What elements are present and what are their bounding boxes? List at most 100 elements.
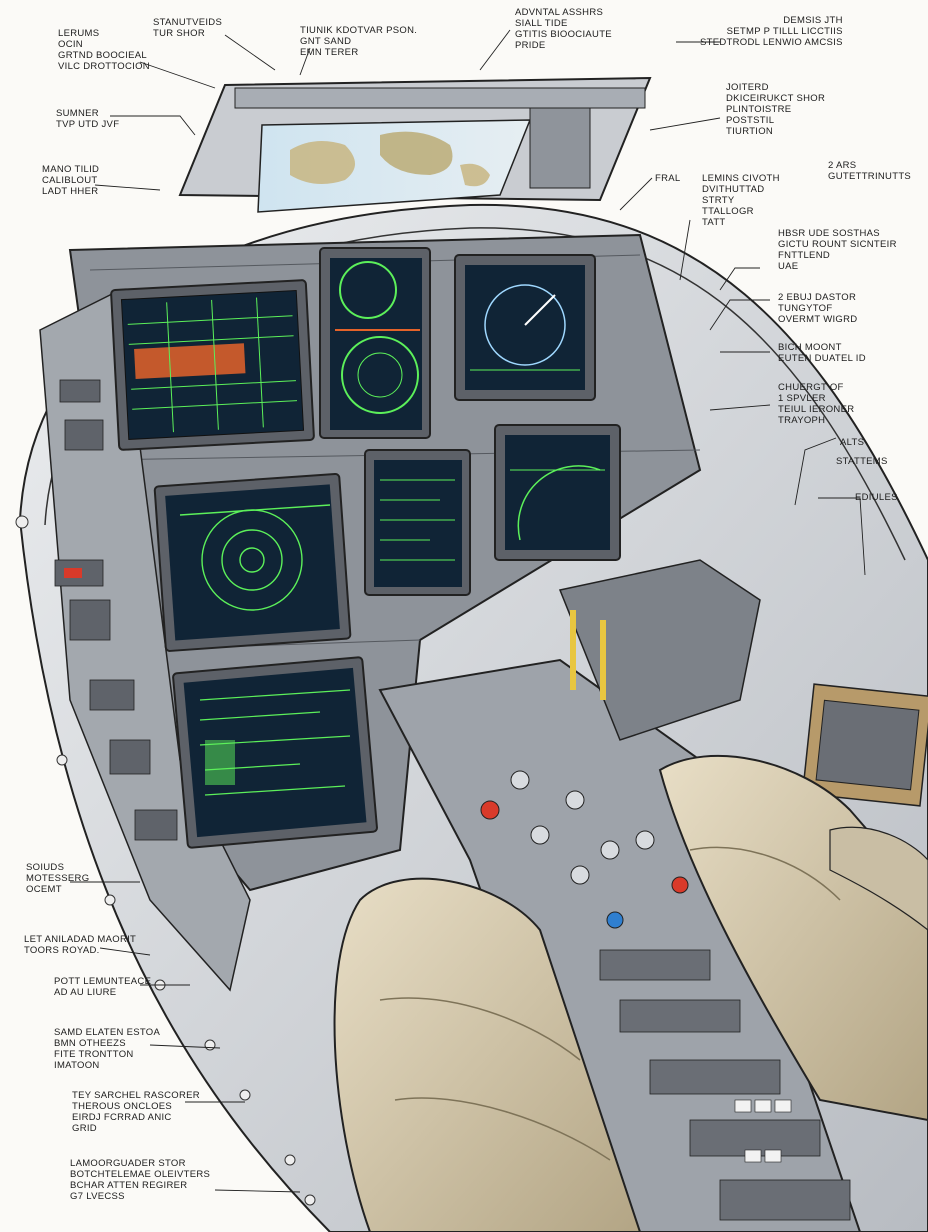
callout-line: OVERMT WIGRD: [778, 314, 858, 325]
callout-line: BCHAR ATTEN REGIRER: [70, 1180, 188, 1191]
left-console-switches: [54, 379, 178, 841]
callout-line: TVP UTD JVF: [56, 119, 120, 130]
callout-line: BOTCHTELEMAE OLEIVTERS: [70, 1169, 211, 1180]
callout-line: SOIUDS: [26, 862, 65, 873]
callout-advntal: ADVNTAL ASSHRS SIALL TIDE GTITIS BIOOCIA…: [515, 7, 612, 51]
callout-line: TRAYOPH: [778, 415, 826, 426]
mfd-middle-left: [153, 472, 352, 652]
callout-line: LADT HHER: [42, 186, 99, 197]
callout-line: DEMSIS JTH: [783, 15, 843, 26]
callout-bich-moont: BICH MOONT EUTEN DUATEL ID: [778, 342, 866, 364]
callout-line: SIALL TIDE: [515, 18, 568, 29]
callout-2-ars: 2 ARS GUTETTRINUTTS: [828, 160, 911, 182]
bulkhead-yellow-stripe-2: [600, 620, 606, 700]
pedestal-white-buttons: [734, 1099, 792, 1163]
callout-line: VILC DROTTOCION: [58, 61, 150, 72]
callout-line: LET ANILADAD MAORIT: [24, 934, 137, 945]
callout-line: GUTETTRINUTTS: [828, 171, 912, 182]
callout-line: EUTEN DUATEL ID: [778, 353, 866, 364]
callout-line: OCIN: [58, 39, 83, 50]
left-warning-light: [64, 568, 82, 578]
callout-line: PRIDE: [515, 40, 546, 51]
callout-line: THEROUS ONCLOES: [72, 1101, 173, 1112]
callout-line: TEIUL IERONER: [778, 404, 855, 415]
mfd-lower-left: [172, 656, 378, 849]
callout-soiuds: SOIUDS MOTESSERG OCEMT: [26, 862, 89, 895]
callout-line: CALIBLOUT: [42, 175, 98, 186]
callout-line: MOTESSERG: [26, 873, 90, 884]
callout-line: SUMNER: [56, 108, 99, 119]
callout-line: DVITHUTTAD: [702, 184, 765, 195]
callout-line: FNTTLEND: [778, 250, 831, 261]
callout-tey-sarchel: TEY SARCHEL RASCORER THEROUS ONCLOES EIR…: [72, 1090, 200, 1134]
callout-line: STANUTVEIDS: [153, 17, 223, 28]
callout-line: 2 ARS: [828, 160, 857, 171]
callout-line: HBSR UDE SOSTHAS: [778, 228, 880, 239]
callout-line: EIRDJ FCRRAD ANIC: [72, 1112, 172, 1123]
callout-line: BICH MOONT: [778, 342, 842, 353]
callout-line: TATT: [702, 217, 726, 228]
callout-line: 1 SPVLER: [778, 393, 826, 404]
callout-line: EMN TERER: [300, 47, 359, 58]
callout-alts: ALTS: [840, 437, 864, 448]
callout-lerums: LERUMS OCIN GRTND BOOCIEAL VILC DROTTOCI…: [58, 28, 150, 72]
callout-lemins: LEMINS CIVOTH DVITHUTTAD STRTY TTALLOGR …: [702, 173, 780, 228]
callout-joiterd: JOITERD DKICEIRUKCT SHOR PLINTOISTRE POS…: [726, 82, 825, 137]
mfd-top-left: [110, 279, 315, 451]
mfd-middle-right: [494, 424, 621, 561]
callout-line: TUR SHOR: [153, 28, 206, 39]
callout-line: STEDTRODL LENWIO AMCSIS: [700, 37, 843, 48]
copilot-seat-right: [658, 754, 928, 1122]
callout-line: BMN OTHEEZS: [54, 1038, 126, 1049]
callout-hbsr: HBSR UDE SOSTHAS GICTU ROUNT SICNTEIR FN…: [778, 228, 897, 272]
bulkhead-yellow-stripe: [570, 610, 576, 690]
hull-rivets: [15, 515, 316, 1206]
callout-sumner: SUMNER TVP UTD JVF: [56, 108, 119, 130]
callout-line: GRTND BOOCIEAL: [58, 50, 148, 61]
callout-fral: FRAL: [655, 173, 680, 184]
callout-line: TTALLOGR: [702, 206, 754, 217]
callout-line: LERUMS: [58, 28, 100, 39]
callout-line: JOITERD: [726, 82, 769, 93]
callout-line: STATTEMS: [836, 456, 888, 467]
callout-line: OCEMT: [26, 884, 62, 895]
pedestal-knobs: [480, 770, 689, 929]
callout-line: LAMOORGUADER STOR: [70, 1158, 186, 1169]
callout-line: ALTS: [840, 437, 865, 448]
callout-line: TOORS ROYAD.: [24, 945, 100, 956]
callout-lamoorguader: LAMOORGUADER STOR BOTCHTELEMAE OLEIVTERS…: [70, 1158, 210, 1202]
callout-line: ADVNTAL ASSHRS: [515, 7, 604, 18]
callout-line: POTT LEMUNTEACE: [54, 976, 152, 987]
callout-samd-elaten: SAMD ELATEN ESTOA BMN OTHEEZS FITE TRONT…: [54, 1027, 160, 1071]
callout-line: AD AU LIURE: [54, 987, 117, 998]
callout-line: EDIULES: [855, 492, 898, 503]
mfd-top-center: [319, 247, 431, 439]
callout-line: FITE TRONTTON: [54, 1049, 134, 1060]
callout-mano-tilid: MANO TILID CALIBLOUT LADT HHER: [42, 164, 99, 197]
callout-line: GTITIS BIOOCIAUTE: [515, 29, 612, 40]
callout-line: PLINTOISTRE: [726, 104, 792, 115]
callout-line: CHUERGT OF: [778, 382, 844, 393]
callout-line: IMATOON: [54, 1060, 100, 1071]
callout-line: MANO TILID: [42, 164, 100, 175]
callout-line: GICTU ROUNT SICNTEIR: [778, 239, 897, 250]
callout-line: TIUNIK KDOTVAR PSON.: [300, 25, 418, 36]
callout-line: DKICEIRUKCT SHOR: [726, 93, 826, 104]
right-bulkhead: [558, 559, 761, 741]
canopy-frame: [178, 76, 652, 213]
callout-line: GRID: [72, 1123, 97, 1134]
callout-tiunik: TIUNIK KDOTVAR PSON. GNT SAND EMN TERER: [300, 25, 417, 58]
callout-stattems: STATTEMS: [836, 456, 888, 467]
mfd-top-right: [454, 254, 596, 401]
callout-leader-lines: [70, 29, 866, 1193]
callout-line: TEY SARCHEL RASCORER: [72, 1090, 200, 1101]
callout-demsis: DEMSIS JTH SETMP P TILLL LICCTIIS STEDTR…: [700, 15, 843, 48]
mfd-middle-center: [364, 449, 471, 596]
callout-pott-lemunteace: POTT LEMUNTEACE AD AU LIURE: [54, 976, 151, 998]
callout-ediules: EDIULES: [855, 492, 898, 503]
right-wall-panel: [801, 683, 928, 807]
callout-line: LEMINS CIVOTH: [702, 173, 780, 184]
callout-line: TIURTION: [726, 126, 774, 137]
callout-stanutveids: STANUTVEIDS TUR SHOR: [153, 17, 222, 39]
